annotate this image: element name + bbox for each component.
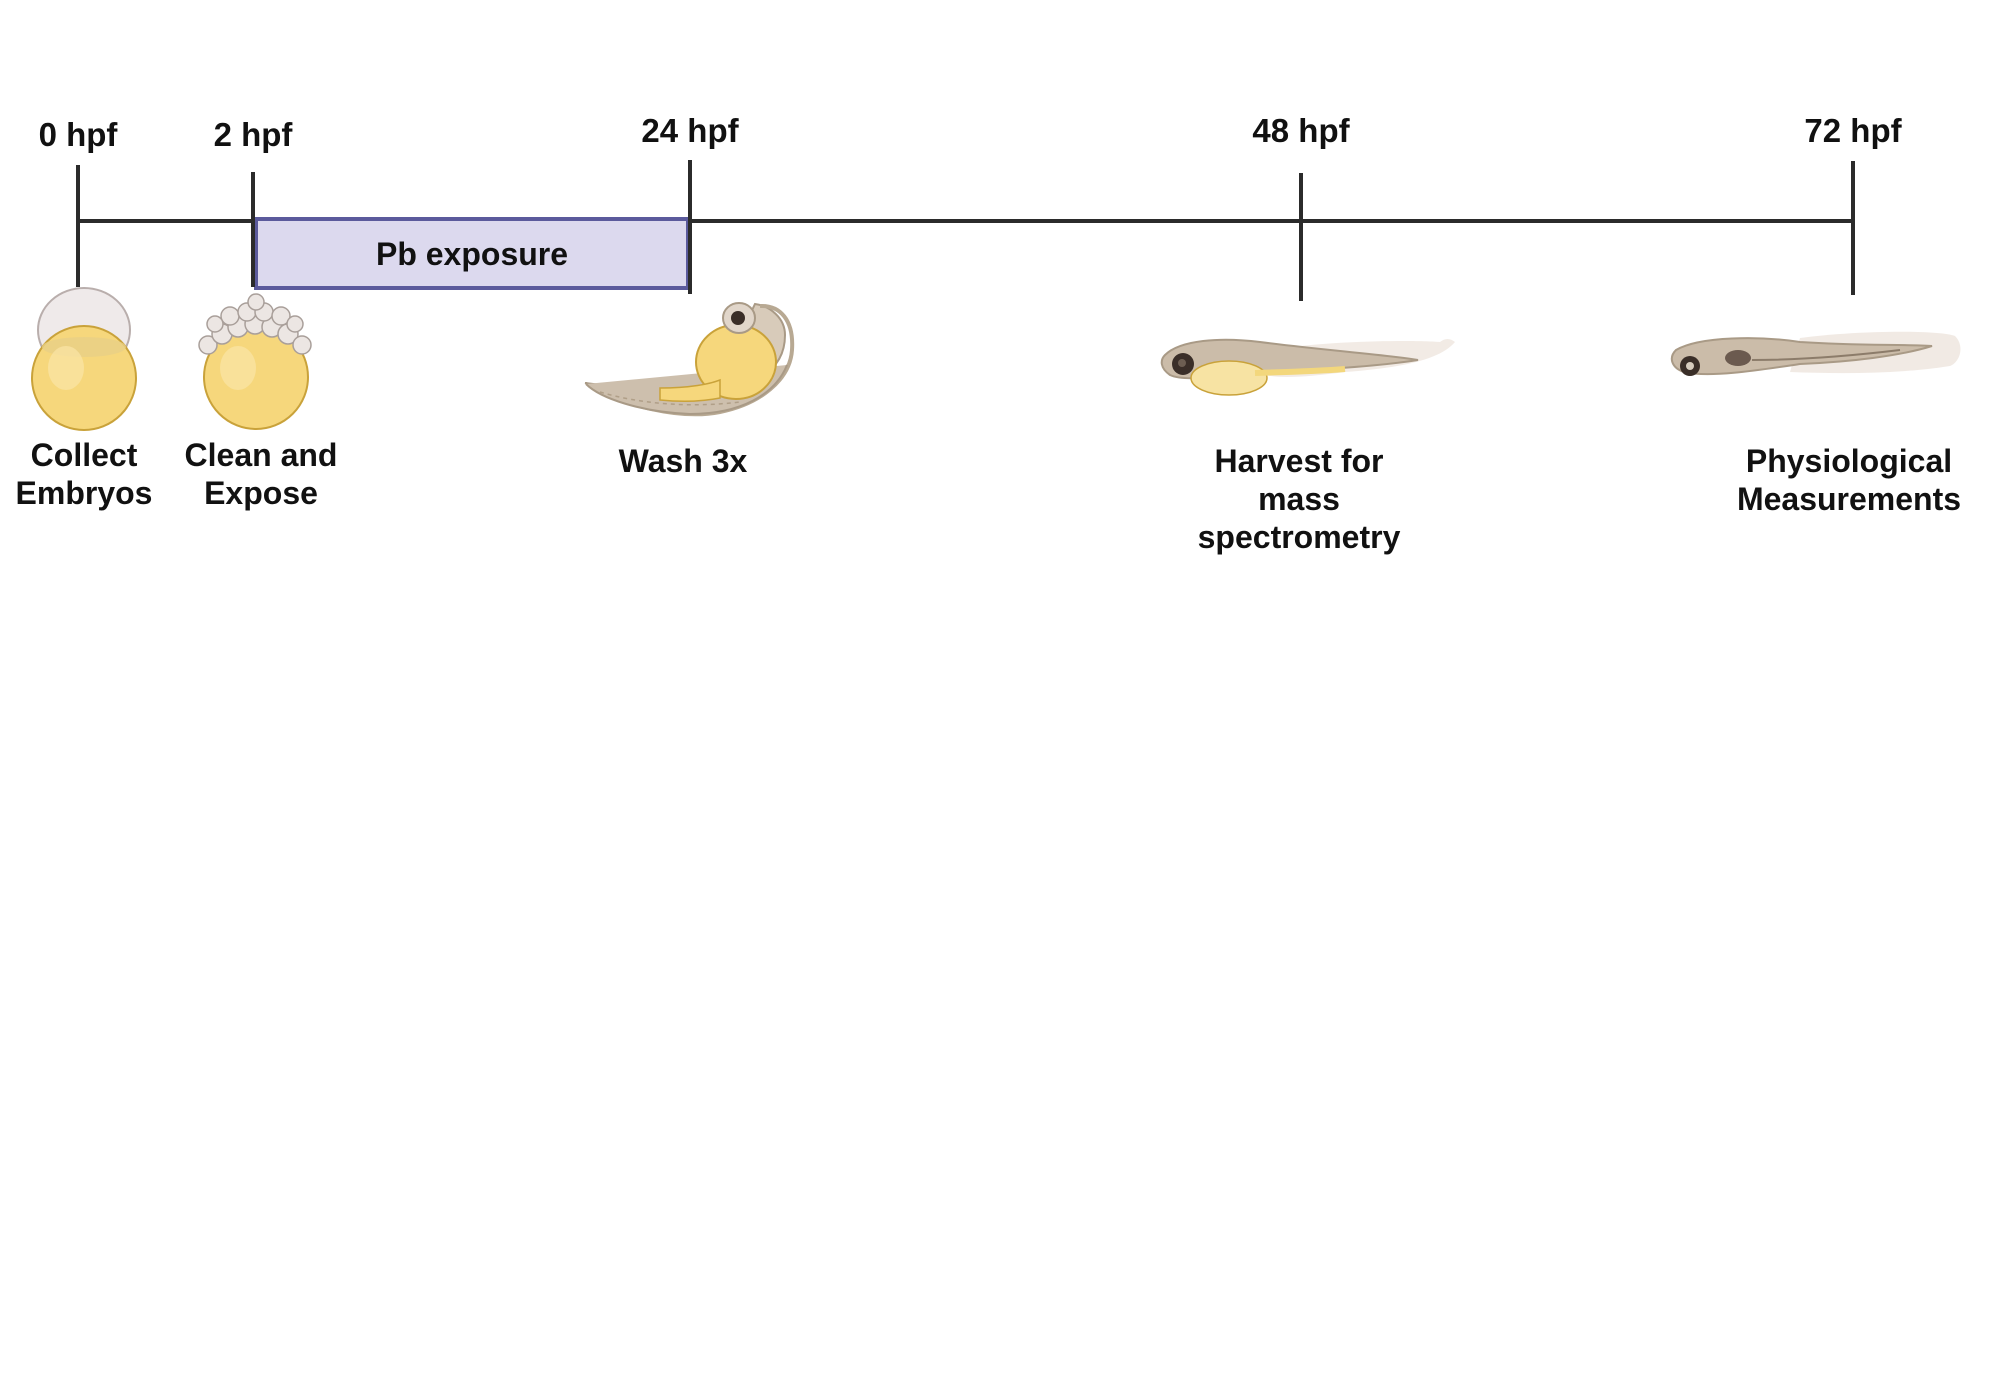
stage-label-line: Collect: [30, 437, 138, 473]
stage-label-line: Expose: [204, 475, 318, 511]
stage-label-wash: Wash 3x: [619, 442, 748, 480]
tick-label-2-hpf: 2 hpf: [213, 116, 293, 153]
tick-label-72-hpf: 72 hpf: [1804, 112, 1902, 149]
stage-label-line: Clean and: [184, 437, 338, 473]
stage-label-line: Embryos: [15, 475, 153, 511]
stage-label-line: Measurements: [1736, 481, 1962, 517]
stage-label-line: Harvest for: [1214, 443, 1384, 479]
tick-label-0-hpf: 0 hpf: [38, 116, 118, 153]
stage-label-collect-embryos: Collect Embryos: [16, 436, 153, 512]
stage-label-line: Physiological: [1745, 443, 1953, 479]
stage-label-clean-and-expose: Clean and Expose: [185, 436, 338, 512]
24hpf-embryo-icon: [584, 302, 795, 417]
stage-label-harvest: Harvest for mass spectrometry: [1198, 442, 1401, 556]
tick-label-24-hpf: 24 hpf: [641, 112, 739, 149]
stage-label-physiological-measurements: Physiological Measurements: [1737, 442, 1961, 518]
72hpf-larva-icon: [1670, 331, 1961, 376]
zygote-embryo-icon: [31, 287, 137, 431]
stage-label-line: mass: [1258, 481, 1340, 517]
stage-label-line: Wash 3x: [618, 443, 748, 479]
48hpf-larva-icon: [1160, 338, 1455, 396]
cleavage-embryo-icon: [198, 293, 312, 430]
stage-label-line: spectrometry: [1197, 519, 1401, 555]
tick-label-48-hpf: 48 hpf: [1252, 112, 1350, 149]
pb-exposure-label: Pb exposure: [375, 236, 569, 272]
